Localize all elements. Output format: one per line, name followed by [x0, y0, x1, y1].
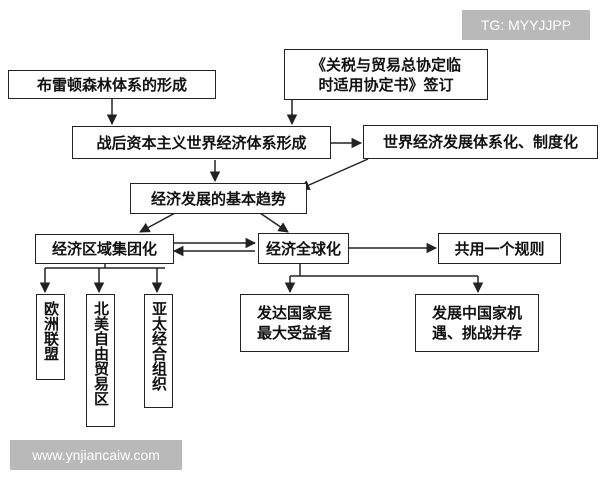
node-gatt: 《关税与贸易总协定临 时适用协定书》签订	[284, 49, 488, 100]
node-developed-countries: 发达国家是 最大受益者	[240, 294, 349, 352]
node-common-rules: 共用一个规则	[438, 233, 561, 264]
node-bretton-woods: 布雷顿森林体系的形成	[8, 70, 216, 99]
arrow-trend-to-regional	[139, 212, 176, 233]
watermark-site: www.ynjiancaiw.com	[10, 440, 182, 470]
node-globalization: 经济全球化	[258, 233, 349, 264]
arrow-systematization-to-trend	[299, 158, 369, 190]
node-apec: 亚太经合组织	[144, 294, 173, 408]
arrow-trend-to-global	[259, 212, 289, 233]
node-postwar-system: 战后资本主义世界经济体系形成	[72, 126, 331, 159]
node-regional-grouping: 经济区域集团化	[35, 234, 174, 264]
node-developing-countries: 发展中国家机 遇、挑战并存	[415, 294, 539, 352]
node-systematization: 世界经济发展体系化、制度化	[363, 125, 598, 159]
node-nafta: 北美自由贸易区	[86, 294, 115, 427]
node-eu: 欧洲联盟	[36, 294, 65, 380]
watermark-tg: TG: MYYJJPP	[462, 10, 590, 40]
node-basic-trend: 经济发展的基本趋势	[130, 183, 307, 214]
